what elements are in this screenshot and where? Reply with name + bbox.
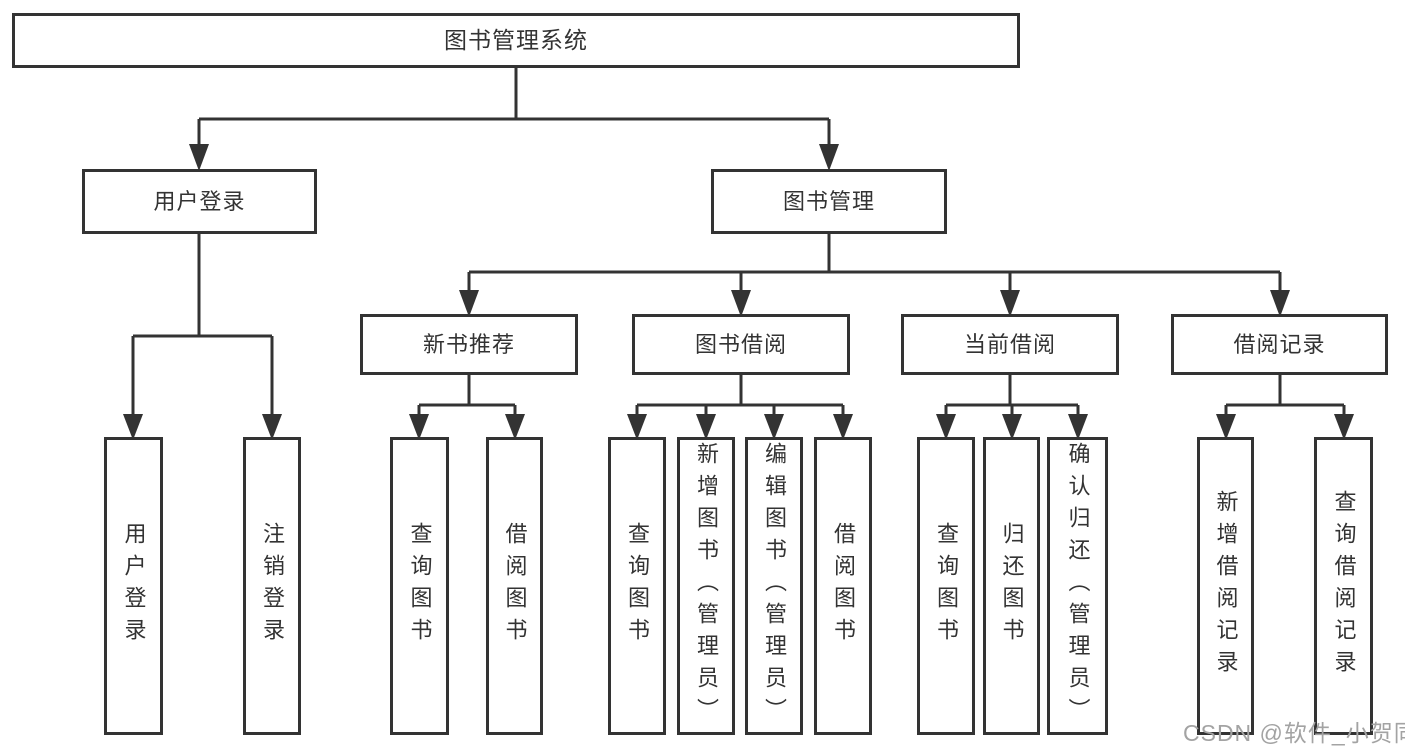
node-new-book-recommendation: 新书推荐	[360, 314, 578, 375]
node-query-borrow-record: 查询借阅记录	[1314, 437, 1373, 735]
node-query-books-current: 查询图书	[917, 437, 975, 735]
node-root: 图书管理系统	[12, 13, 1020, 68]
node-add-borrow-record: 新增借阅记录	[1197, 437, 1254, 735]
node-borrowing-records: 借阅记录	[1171, 314, 1388, 375]
node-book-management-branch: 图书管理	[711, 169, 947, 234]
node-add-books-admin: 新增图书（管理员）	[677, 437, 735, 735]
csdn-watermark: CSDN @软件_小贺同学	[1183, 720, 1405, 746]
node-book-borrowing: 图书借阅	[632, 314, 850, 375]
node-query-books-recommend: 查询图书	[390, 437, 449, 735]
node-logout-leaf: 注销登录	[243, 437, 301, 735]
node-borrow-books-recommend: 借阅图书	[486, 437, 543, 735]
node-return-books: 归还图书	[983, 437, 1040, 735]
node-confirm-return-admin: 确认归还（管理员）	[1047, 437, 1108, 735]
node-user-login-branch: 用户登录	[82, 169, 317, 234]
node-borrow-books-borrowing: 借阅图书	[814, 437, 872, 735]
arrowheads	[123, 144, 1354, 440]
node-edit-books-admin: 编辑图书（管理员）	[745, 437, 803, 735]
node-login-leaf: 用户登录	[104, 437, 163, 735]
node-current-borrowing: 当前借阅	[901, 314, 1119, 375]
node-query-books-borrowing: 查询图书	[608, 437, 666, 735]
